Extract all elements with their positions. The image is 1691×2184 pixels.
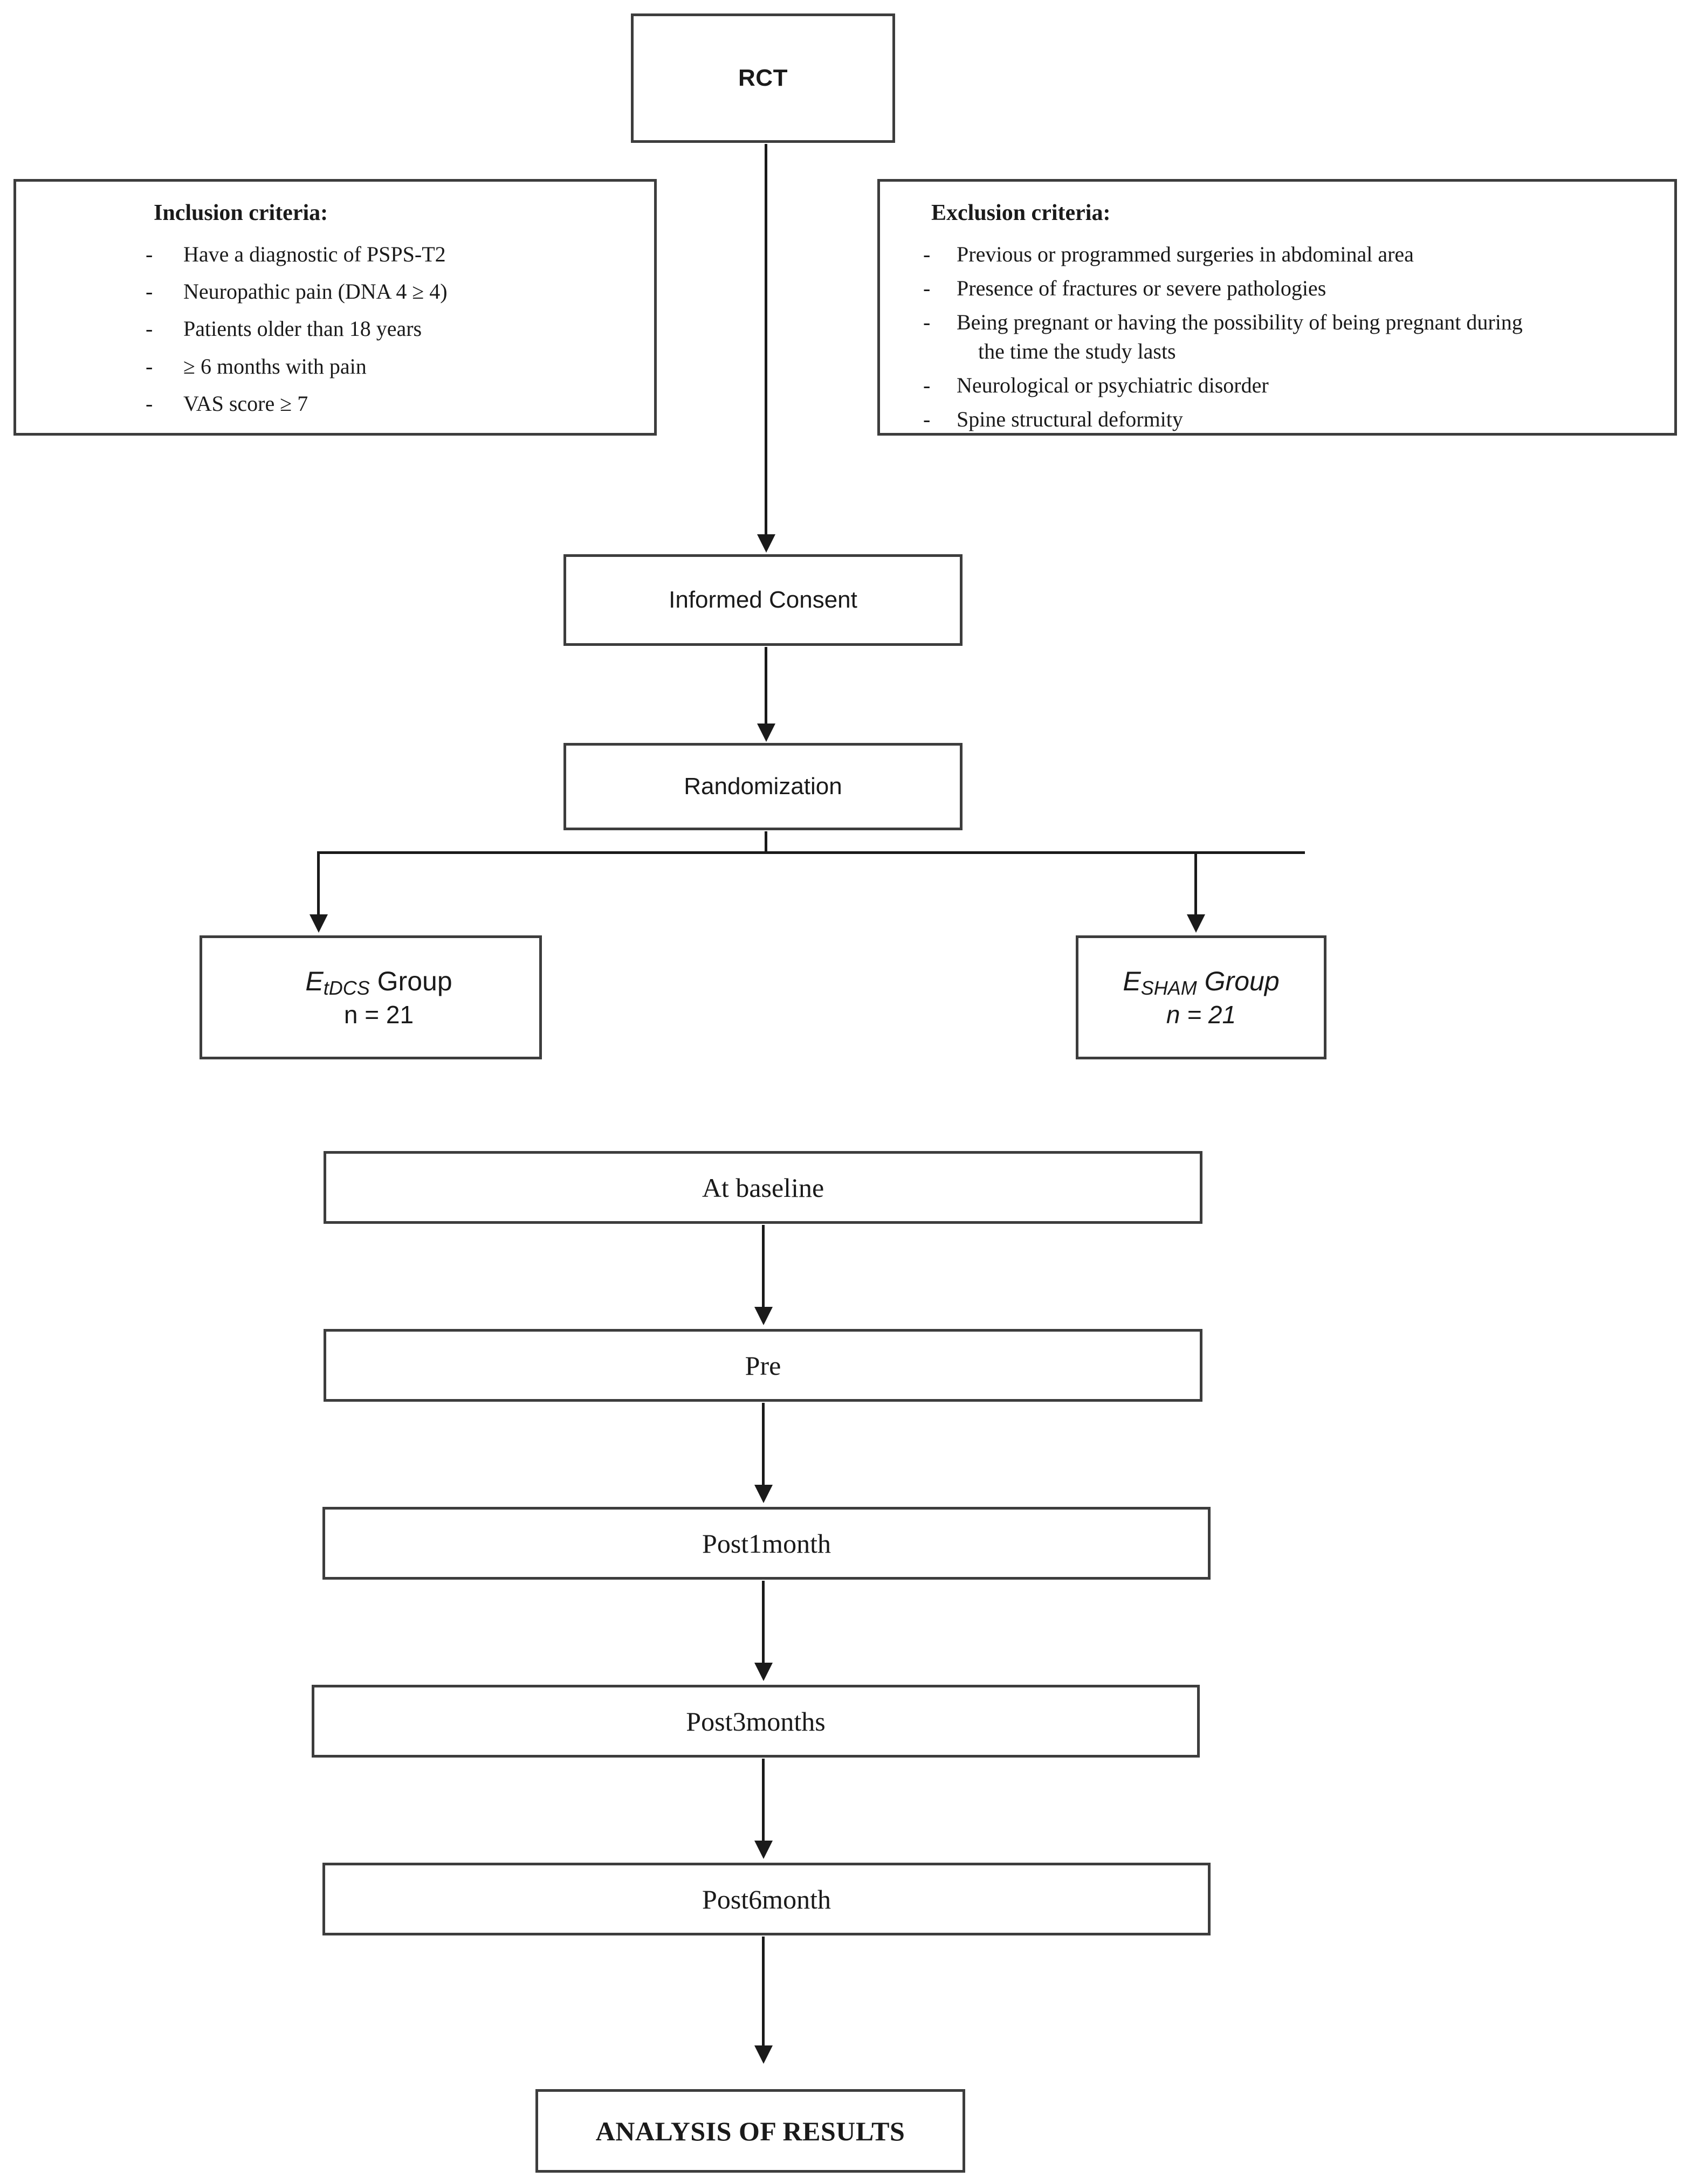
group-sham-count: n = 21 bbox=[1166, 1001, 1236, 1029]
node-timepoint-pre: Pre bbox=[324, 1329, 1202, 1402]
arrowhead-baseline-to-pre bbox=[754, 1307, 773, 1325]
list-item: -≥ 6 months with pain bbox=[16, 352, 654, 381]
bullet-dash: - bbox=[923, 407, 931, 431]
group-sham-symbol: E bbox=[1123, 966, 1141, 996]
node-inclusion-criteria: Inclusion criteria: -Have a diagnostic o… bbox=[13, 179, 657, 436]
group-tdcs-symbol: E bbox=[305, 966, 324, 996]
node-timepoint-post1month: Post1month bbox=[322, 1507, 1211, 1580]
connector-randomization-left-drop bbox=[317, 851, 320, 916]
timepoint-label: Pre bbox=[745, 1350, 781, 1381]
group-sham-text: ESHAM Group n = 21 bbox=[1123, 965, 1279, 1030]
group-tdcs-text: EtDCS Group n = 21 bbox=[289, 965, 452, 1030]
group-tdcs-subscript: tDCS bbox=[323, 976, 370, 999]
node-group-tdcs: EtDCS Group n = 21 bbox=[200, 935, 542, 1059]
connector-rct-to-consent bbox=[765, 144, 767, 535]
bullet-dash: - bbox=[146, 316, 153, 341]
connector-pre-to-post1month bbox=[762, 1403, 765, 1486]
bullet-dash: - bbox=[146, 391, 153, 416]
bullet-dash: - bbox=[923, 242, 931, 266]
connector-post1month-to-post3months bbox=[762, 1581, 765, 1664]
bullet-dash: - bbox=[923, 373, 931, 397]
node-exclusion-criteria: Exclusion criteria: -Previous or program… bbox=[877, 179, 1677, 436]
bullet-dash: - bbox=[923, 276, 931, 301]
exclusion-heading: Exclusion criteria: bbox=[931, 201, 1111, 225]
list-item: -Previous or programmed surgeries in abd… bbox=[880, 240, 1674, 268]
group-sham-suffix: Group bbox=[1204, 966, 1280, 996]
node-analysis-label: ANALYSIS OF RESULTS bbox=[595, 2116, 905, 2146]
node-rct: RCT bbox=[631, 13, 895, 143]
list-item: -Being pregnant or having the possibilit… bbox=[880, 308, 1674, 365]
list-item: -VAS score ≥ 7 bbox=[16, 389, 654, 418]
connector-randomization-bar bbox=[317, 851, 1305, 854]
bullet-dash: - bbox=[146, 242, 153, 266]
bullet-dash: - bbox=[923, 310, 931, 335]
node-timepoint-at-baseline: At baseline bbox=[324, 1151, 1202, 1224]
arrowhead-to-group-tdcs bbox=[310, 914, 328, 933]
node-timepoint-post3months: Post3months bbox=[312, 1685, 1200, 1758]
group-sham-subscript: SHAM bbox=[1140, 976, 1197, 999]
connector-post3months-to-post6month bbox=[762, 1759, 765, 1842]
arrowhead-post6month-to-analysis bbox=[754, 2045, 773, 2064]
exclusion-list: -Previous or programmed surgeries in abd… bbox=[880, 240, 1674, 433]
arrowhead-post3months-to-post6month bbox=[754, 1841, 773, 1859]
inclusion-heading: Inclusion criteria: bbox=[154, 201, 328, 225]
list-item: -Patients older than 18 years bbox=[16, 314, 654, 343]
timepoint-label: Post3months bbox=[686, 1706, 826, 1737]
connector-baseline-to-pre bbox=[762, 1225, 765, 1308]
node-informed-consent-label: Informed Consent bbox=[669, 587, 857, 613]
node-analysis-of-results: ANALYSIS OF RESULTS bbox=[535, 2089, 965, 2173]
list-item: -Have a diagnostic of PSPS-T2 bbox=[16, 240, 654, 268]
connector-consent-to-randomization bbox=[765, 647, 767, 725]
timepoint-label: Post1month bbox=[702, 1528, 831, 1559]
arrowhead-rct-to-consent bbox=[757, 534, 775, 553]
arrowhead-post1month-to-post3months bbox=[754, 1663, 773, 1681]
bullet-dash: - bbox=[146, 354, 153, 378]
node-timepoint-post6month: Post6month bbox=[322, 1863, 1211, 1935]
node-randomization: Randomization bbox=[563, 743, 963, 830]
arrowhead-pre-to-post1month bbox=[754, 1485, 773, 1503]
node-randomization-label: Randomization bbox=[684, 773, 842, 800]
connector-randomization-right-drop bbox=[1194, 851, 1197, 916]
group-tdcs-suffix: Group bbox=[377, 966, 452, 996]
node-rct-label: RCT bbox=[738, 65, 788, 91]
node-group-sham: ESHAM Group n = 21 bbox=[1076, 935, 1326, 1059]
list-item: -Spine structural deformity bbox=[880, 405, 1674, 433]
node-informed-consent: Informed Consent bbox=[563, 554, 963, 646]
connector-randomization-stem bbox=[765, 831, 767, 853]
bullet-dash: - bbox=[146, 279, 153, 304]
arrowhead-to-group-sham bbox=[1187, 914, 1205, 933]
connector-post6month-to-analysis bbox=[762, 1937, 765, 2047]
list-item: -Neurological or psychiatric disorder bbox=[880, 371, 1674, 399]
timepoint-label: Post6month bbox=[702, 1884, 831, 1914]
list-item: -Presence of fractures or severe patholo… bbox=[880, 274, 1674, 302]
inclusion-list: -Have a diagnostic of PSPS-T2 -Neuropath… bbox=[16, 240, 654, 418]
arrowhead-consent-to-randomization bbox=[757, 724, 775, 742]
group-tdcs-count: n = 21 bbox=[343, 1001, 414, 1029]
timepoint-label: At baseline bbox=[702, 1172, 824, 1203]
list-item: -Neuropathic pain (DNA 4 ≥ 4) bbox=[16, 277, 654, 306]
